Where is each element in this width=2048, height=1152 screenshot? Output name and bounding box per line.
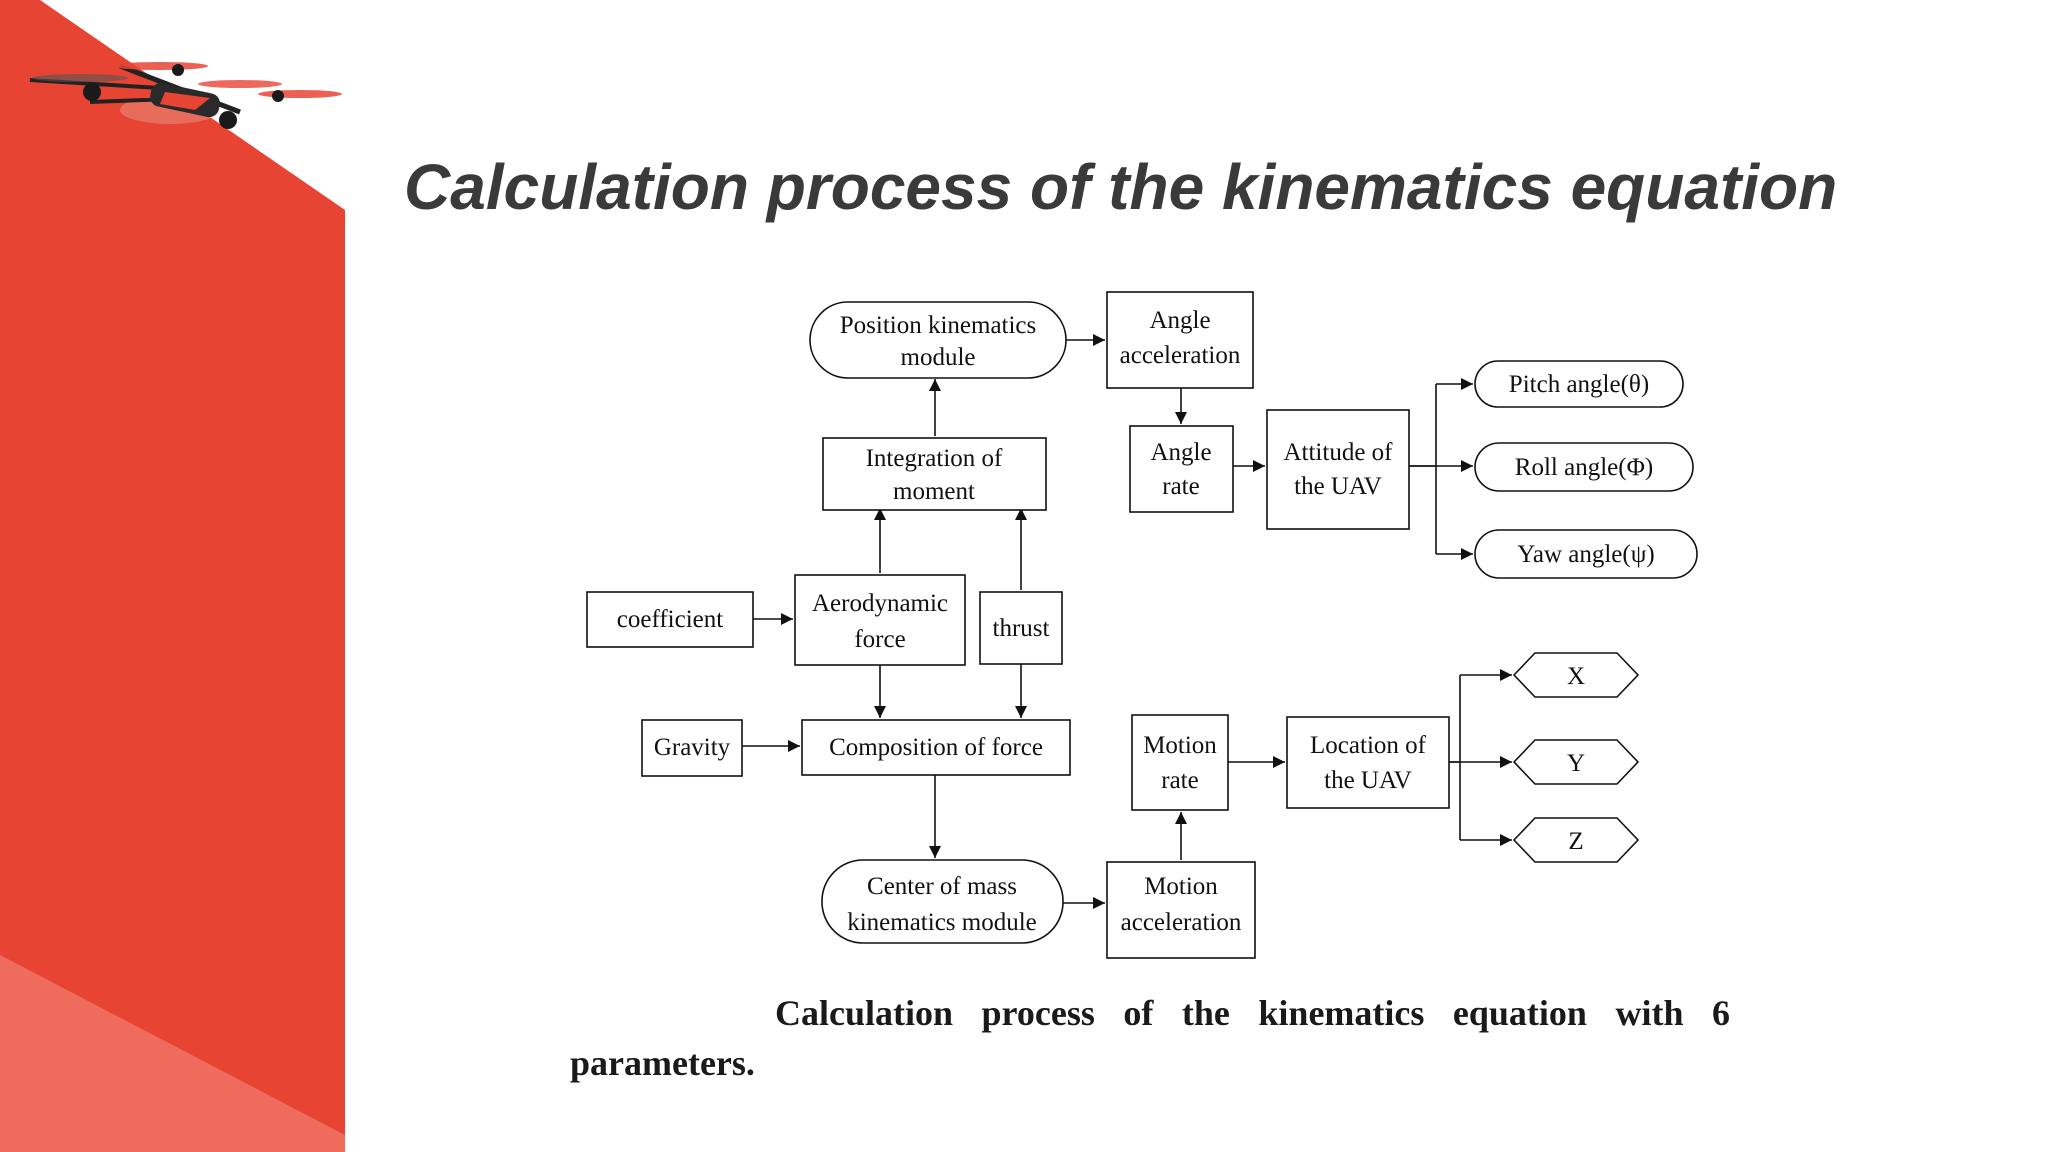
flow-diagram: Position kinematics module Angle acceler… (586, 291, 1698, 959)
node-position-kinematics-module: Position kinematics module (809, 301, 1067, 379)
node-center-of-mass-kinematics-module: Center of mass kinematics module (821, 859, 1064, 944)
node-aerodynamic-force: Aerodynamic force (794, 574, 966, 666)
node-label: Location of (1310, 732, 1427, 759)
node-x: X (1512, 652, 1640, 698)
node-location-of-the-uav: Location of the UAV (1286, 716, 1450, 809)
node-label: Angle (1149, 307, 1210, 334)
node-pitch-angle: Pitch angle(θ) (1474, 360, 1684, 408)
node-label: Integration of (866, 445, 1003, 472)
node-label: rate (1161, 767, 1198, 794)
node-thrust: thrust (979, 591, 1063, 665)
slide-title: Calculation process of the kinematics eq… (404, 151, 1838, 223)
node-label: Center of mass (867, 873, 1017, 900)
red-decoration (0, 0, 345, 1152)
node-label: Gravity (654, 734, 731, 761)
node-label: the UAV (1324, 767, 1412, 794)
node-label: Motion (1143, 732, 1217, 759)
node-integration-of-moment: Integration of moment (822, 437, 1047, 511)
node-label: moment (893, 478, 975, 505)
node-label: coefficient (617, 606, 723, 633)
node-label: Attitude of (1283, 439, 1393, 466)
node-label: Motion (1144, 873, 1218, 900)
red-band-light (0, 955, 345, 1152)
node-roll-angle: Roll angle(Φ) (1474, 442, 1694, 492)
node-motion-acceleration: Motion acceleration (1106, 861, 1256, 959)
node-attitude-of-the-uav: Attitude of the UAV (1266, 409, 1410, 530)
node-label: force (854, 626, 905, 653)
node-angle-rate: Angle rate (1129, 425, 1234, 513)
node-z: Z (1512, 817, 1640, 863)
node-angle-acceleration: Angle acceleration (1106, 291, 1254, 389)
node-label: Roll angle(Φ) (1515, 454, 1653, 481)
drone-icon (29, 62, 342, 129)
node-label: Aerodynamic (812, 590, 948, 617)
node-label: Position kinematics (840, 312, 1037, 339)
node-label: rate (1162, 473, 1199, 500)
node-yaw-angle: Yaw angle(ψ) (1474, 529, 1698, 579)
node-label: thrust (993, 615, 1050, 642)
node-label: Composition of force (829, 734, 1043, 761)
red-band (0, 0, 345, 1152)
node-coefficient: coefficient (586, 591, 754, 648)
node-label: module (901, 344, 976, 371)
node-label: acceleration (1120, 342, 1241, 369)
node-gravity: Gravity (641, 719, 743, 777)
node-label: Pitch angle(θ) (1509, 371, 1649, 398)
node-label: Angle (1150, 439, 1211, 466)
node-label: acceleration (1121, 909, 1242, 936)
node-motion-rate: Motion rate (1131, 714, 1229, 811)
node-label: Z (1568, 828, 1583, 855)
node-label: Y (1567, 750, 1585, 777)
node-label: kinematics module (847, 909, 1037, 936)
node-label: the UAV (1294, 473, 1382, 500)
figure-caption: Calculation process of the kinematics eq… (570, 993, 1730, 1083)
node-label: Yaw angle(ψ) (1517, 541, 1654, 568)
node-label: X (1567, 663, 1585, 690)
node-y: Y (1512, 739, 1640, 785)
node-composition-of-force: Composition of force (801, 719, 1071, 776)
